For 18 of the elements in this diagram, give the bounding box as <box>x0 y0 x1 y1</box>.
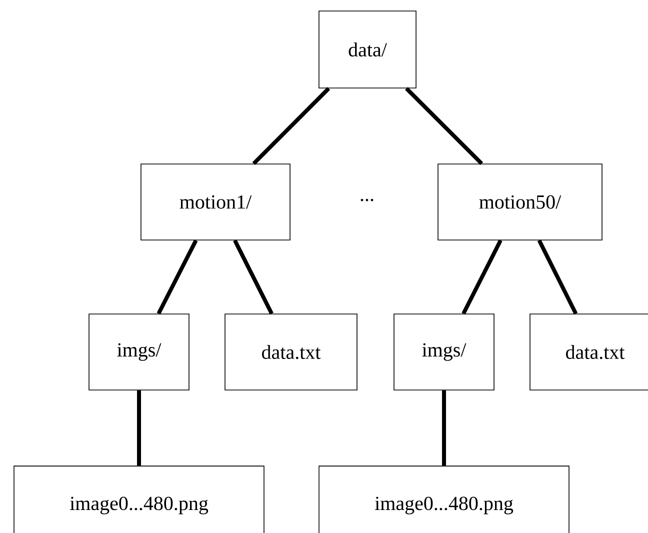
connector-line <box>156 240 198 315</box>
folder-box: imgs/ <box>88 314 190 390</box>
folder-box: image0...480.png <box>318 466 570 533</box>
folder-box: imgs/ <box>394 314 494 390</box>
folder-box: data.txt <box>224 314 358 390</box>
folder-box: motion1/ <box>140 164 290 240</box>
connector-line <box>233 240 274 314</box>
connector-line <box>405 87 484 166</box>
connector-line <box>137 390 141 466</box>
connector-line <box>252 87 330 166</box>
connector-line <box>442 390 446 466</box>
folder-box: data.txt <box>530 314 648 390</box>
folder-box: image0...480.png <box>14 466 264 533</box>
folder-box: motion50/ <box>438 164 602 240</box>
connector-line <box>462 240 502 315</box>
ellipsis-label: ... <box>360 198 374 202</box>
folder-box: data/ <box>318 10 416 88</box>
connector-line <box>537 240 578 314</box>
